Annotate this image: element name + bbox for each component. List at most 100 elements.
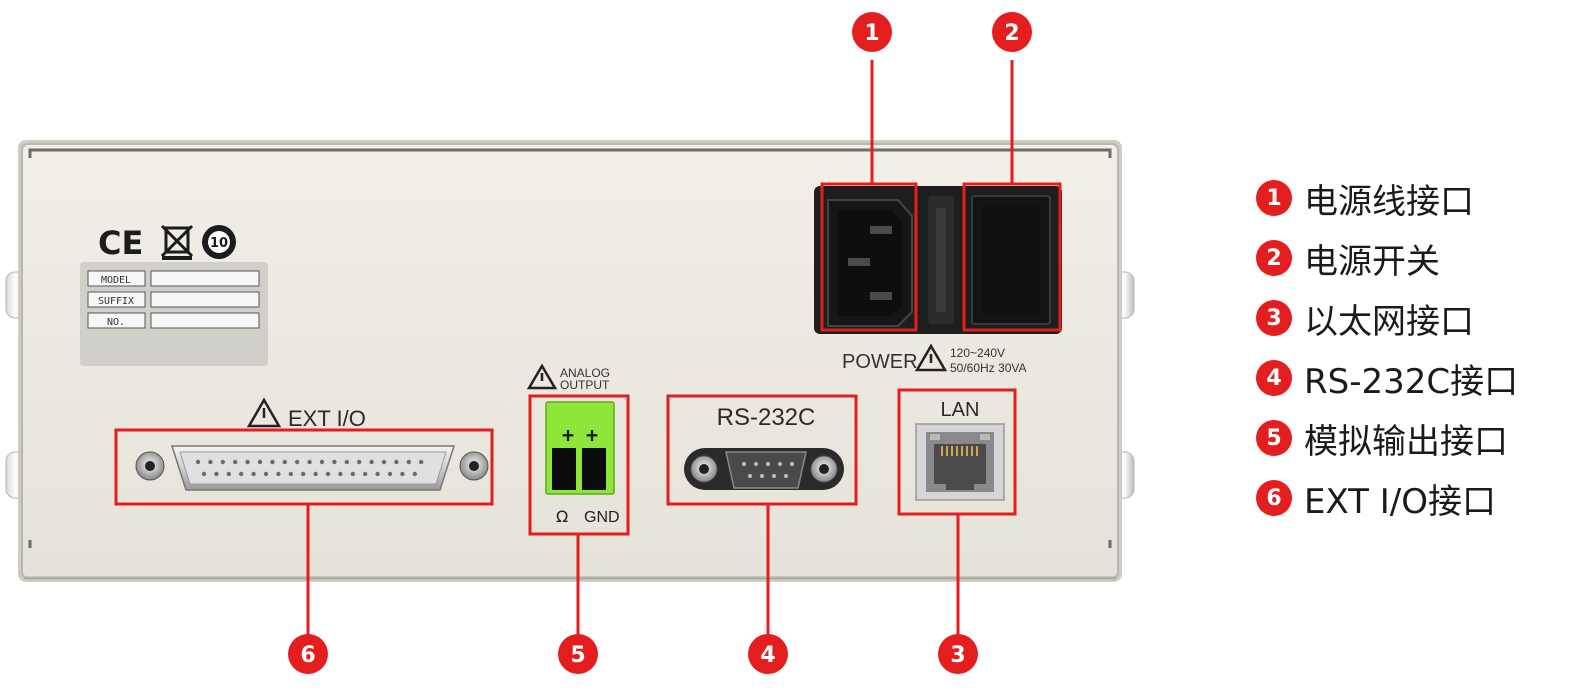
callout-box-4 [666, 394, 858, 636]
power-spec-frequency: 50/60Hz 30VA [950, 361, 1027, 375]
extio-pin [338, 471, 343, 477]
extio-pin [301, 471, 306, 477]
extio-pin [412, 471, 417, 477]
extio-pin [307, 459, 312, 465]
legend-label: 电源线接口 [1304, 181, 1474, 222]
extio-port[interactable] [135, 445, 489, 491]
legend-item-power-switch: 2 电源开关 [1256, 228, 1556, 288]
extio-pin [263, 471, 269, 477]
extio-group: EXT I/O [135, 397, 489, 491]
extio-pin [270, 459, 275, 465]
extio-pin [313, 471, 318, 477]
extio-pin [226, 471, 231, 477]
port-legend: 1 电源线接口 2 电源开关 3 以太网接口 4 RS-232C接口 5 模拟输… [1256, 168, 1556, 528]
rohs-number: 10 [210, 236, 228, 251]
callout-box-2 [962, 60, 1062, 332]
power-spec-voltage: 120~240V [950, 346, 1005, 360]
callout-badge-6: 6 [288, 634, 328, 674]
extio-pin [288, 471, 293, 477]
callout-badge-5: 5 [558, 634, 598, 674]
power-label-group: POWER 120~240V 50/60Hz 30VA [842, 343, 1027, 375]
callout-badge-1: 1 [852, 12, 892, 52]
warning-icon [246, 397, 282, 428]
extio-pin [276, 471, 281, 477]
legend-item-analog-output: 5 模拟输出接口 [1256, 408, 1556, 468]
power-switch[interactable] [971, 195, 1051, 325]
analog-output-group: ANALOG OUTPUT + + Ω GND [526, 363, 620, 526]
callout-box-1 [820, 60, 918, 332]
extio-pin [357, 459, 362, 465]
extio-pin [295, 459, 300, 465]
callout-box-6 [114, 428, 494, 636]
extio-pin [400, 471, 405, 477]
legend-badge: 3 [1256, 300, 1292, 336]
extio-pin [387, 471, 393, 477]
extio-pin [214, 471, 219, 477]
rs232c-port[interactable] [684, 448, 844, 490]
rs232c-group: RS-232C [684, 404, 844, 490]
extio-pin [220, 459, 225, 465]
extio-pin [406, 459, 411, 465]
extio-pin [369, 459, 374, 465]
extio-pin [325, 471, 331, 477]
ce-mark: CE [98, 224, 143, 262]
svg-text:4: 4 [760, 643, 775, 668]
extio-pin [419, 459, 424, 465]
extio-pin [251, 471, 256, 477]
analog-ohm-label: Ω [556, 507, 568, 526]
analog-terminal-block[interactable] [545, 401, 615, 495]
extio-pin [201, 471, 207, 477]
callout-box-5 [528, 394, 630, 636]
svg-text:1: 1 [864, 21, 879, 46]
legend-item-power-inlet: 1 电源线接口 [1256, 168, 1556, 228]
lan-group: LAN [915, 399, 1005, 501]
model-label: MODEL [101, 275, 131, 286]
legend-label: 模拟输出接口 [1304, 421, 1508, 462]
warning-icon [914, 343, 948, 372]
rohs-10-icon: 10 [202, 225, 236, 259]
legend-label: 以太网接口 [1304, 301, 1474, 342]
power-module [814, 186, 1062, 334]
warning-icon [526, 363, 558, 390]
rs232c-pins [742, 462, 794, 478]
callout-badge-3: 3 [938, 634, 978, 674]
legend-badge: 5 [1256, 420, 1292, 456]
legend-badge: 4 [1256, 360, 1292, 396]
extio-pins [195, 459, 424, 477]
suffix-label: SUFFIX [98, 296, 134, 307]
svg-text:5: 5 [570, 643, 585, 668]
extio-pin [319, 459, 325, 465]
lan-label: LAN [941, 399, 980, 421]
iec-power-inlet[interactable] [827, 199, 913, 327]
extio-pin [245, 459, 250, 465]
extio-pin [239, 471, 244, 477]
nameplate: MODEL SUFFIX NO. [80, 262, 268, 366]
svg-text:2: 2 [1004, 21, 1019, 46]
legend-badge: 2 [1256, 240, 1292, 276]
callout-badge-4: 4 [748, 634, 788, 674]
analog-label-line1: ANALOG [560, 366, 610, 380]
analog-label-line2: OUTPUT [560, 378, 610, 392]
legend-badge: 6 [1256, 480, 1292, 516]
callout-box-3 [897, 388, 1017, 636]
power-label: POWER [842, 351, 918, 373]
analog-gnd-label: GND [584, 509, 620, 526]
extio-pin [208, 459, 213, 465]
rs232c-label: RS-232C [717, 404, 816, 431]
extio-pin [394, 459, 399, 465]
extio-pin [282, 459, 287, 465]
lan-port[interactable] [915, 423, 1005, 501]
extio-pin [344, 459, 349, 465]
weee-bin-icon [160, 224, 194, 260]
legend-item-lan: 3 以太网接口 [1256, 288, 1556, 348]
extio-pin [375, 471, 380, 477]
no-label: NO. [107, 317, 125, 328]
extio-pin [195, 459, 201, 465]
legend-item-extio: 6 EXT I/O接口 [1256, 468, 1556, 528]
legend-label: 电源开关 [1304, 241, 1440, 282]
callout-badge-2: 2 [992, 12, 1032, 52]
legend-label: RS-232C接口 [1304, 361, 1519, 402]
extio-pin [350, 471, 355, 477]
certification-marks: CE 10 [98, 224, 236, 262]
